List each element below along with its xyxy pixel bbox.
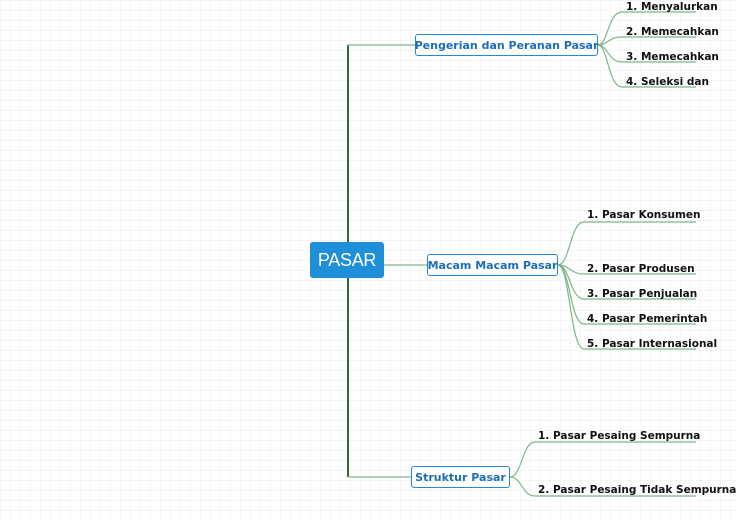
leaf-topic[interactable]: 3. Pasar Penjualan bbox=[587, 288, 698, 300]
link-b3-l2 bbox=[509, 476, 696, 497]
leaf-topic[interactable]: 2. Pasar Produsen bbox=[587, 263, 695, 275]
link-b3-l1 bbox=[509, 441, 696, 478]
branch-topic-label: Pengerian dan Peranan Pasar bbox=[414, 38, 599, 52]
link-b1-l2 bbox=[597, 36, 696, 46]
branch-topic-label: Struktur Pasar bbox=[415, 470, 506, 484]
branch-topic-label: Macam Macam Pasar bbox=[427, 258, 558, 272]
branch-topic-pengerian[interactable]: Pengerian dan Peranan Pasar bbox=[415, 34, 598, 56]
link-b1-l1 bbox=[597, 11, 696, 46]
mind-map-canvas: PASAR Pengerian dan Peranan Pasar 1. Men… bbox=[310, 1, 736, 497]
leaf-topic[interactable]: 4. Pasar Pemerintah bbox=[587, 313, 708, 325]
root-topic-label: PASAR bbox=[317, 249, 377, 270]
leaf-topic[interactable]: 1. Pasar Pesaing Sempurna bbox=[538, 430, 701, 442]
leaf-topic[interactable]: 3. Memecahkan bbox=[626, 51, 719, 63]
connector-lines bbox=[347, 11, 696, 497]
root-topic[interactable]: PASAR bbox=[310, 242, 384, 278]
leaf-topic[interactable]: 2. Pasar Pesaing Tidak Sempurna bbox=[538, 484, 736, 496]
leaf-topic[interactable]: 1. Menyalurkan bbox=[626, 1, 718, 13]
leaf-topic[interactable]: 5. Pasar Internasional bbox=[587, 338, 718, 350]
leaf-topic[interactable]: 2. Memecahkan bbox=[626, 26, 719, 38]
leaf-topic[interactable]: 4. Seleksi dan bbox=[626, 76, 709, 88]
link-b2-l5 bbox=[557, 264, 696, 350]
leaf-topic[interactable]: 1. Pasar Konsumen bbox=[587, 209, 701, 221]
link-b2-l1 bbox=[557, 221, 696, 266]
link-b1-l4 bbox=[597, 44, 696, 88]
branch-topic-struktur[interactable]: Struktur Pasar bbox=[411, 466, 510, 488]
branch-topic-macam[interactable]: Macam Macam Pasar bbox=[427, 254, 558, 276]
